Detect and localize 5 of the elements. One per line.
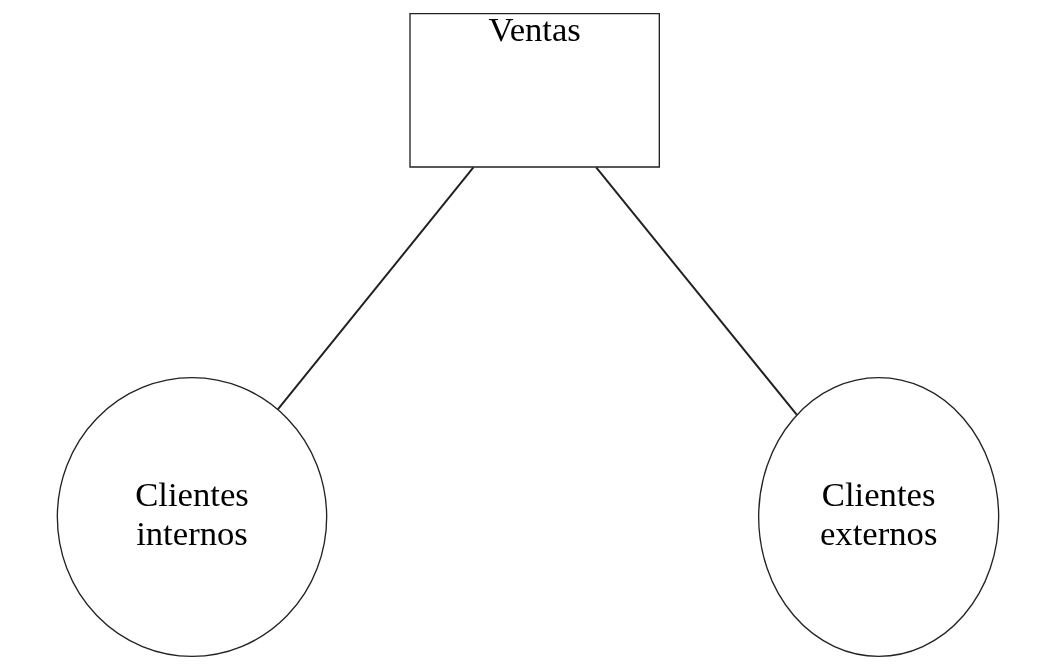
node-circle: Clientes internos: [56, 377, 328, 657]
connector: [595, 166, 798, 416]
node-box: Ventas: [409, 13, 660, 168]
connector: [276, 166, 475, 411]
node-ellipse: Clientes externos: [758, 377, 1000, 657]
